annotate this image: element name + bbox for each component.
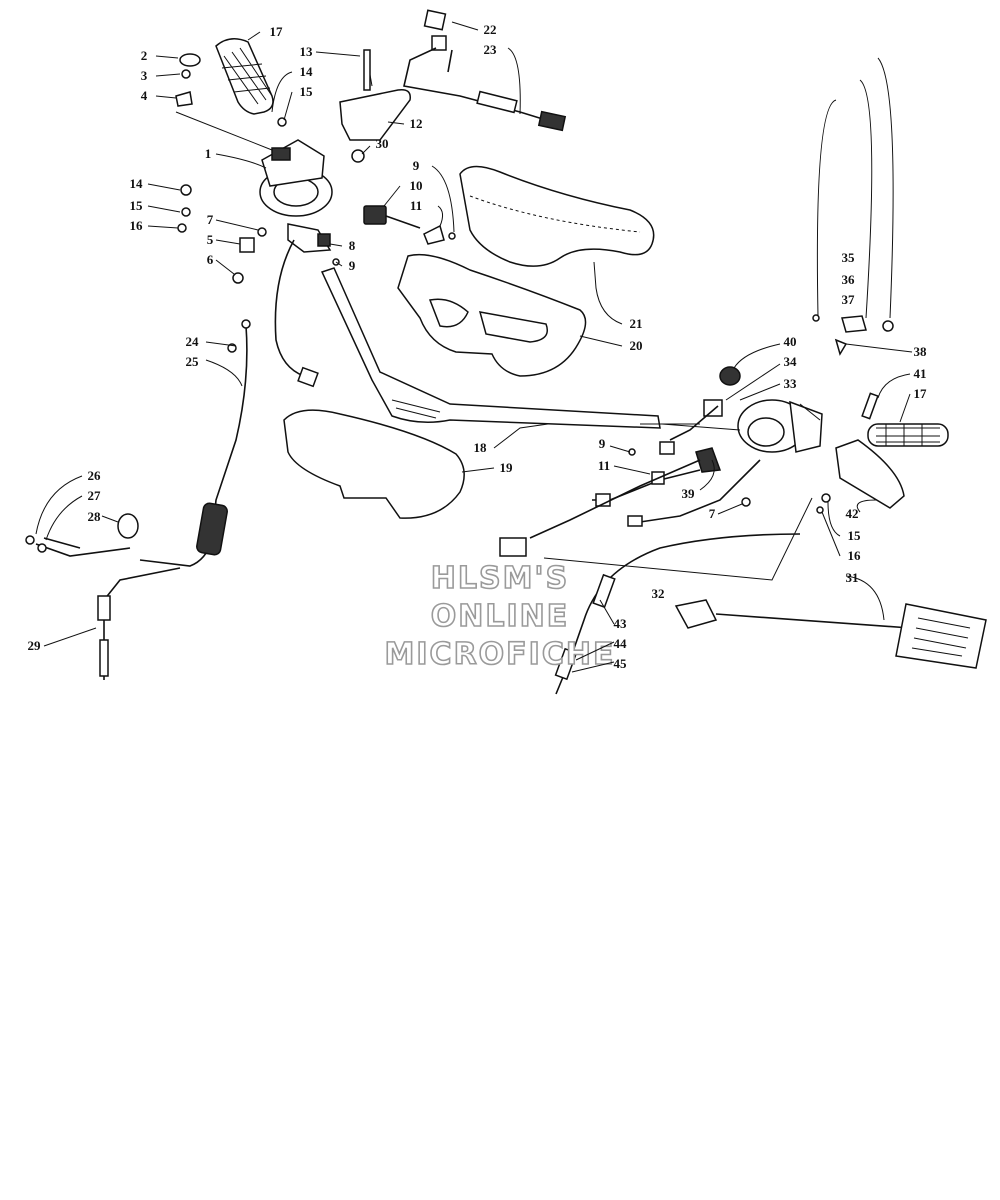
callout-17-right: 17 <box>914 386 928 401</box>
callout-35: 35 <box>842 250 856 265</box>
callout-4: 4 <box>141 88 148 103</box>
callout-32: 32 <box>652 586 665 601</box>
right-handgrip-part <box>867 423 949 447</box>
watermark-line-1: HLSM'S <box>431 561 569 596</box>
callout-39: 39 <box>682 486 696 501</box>
callout-15-top: 15 <box>300 84 314 99</box>
callout-12: 12 <box>410 116 423 131</box>
callout-21: 21 <box>630 316 643 331</box>
callout-16-left: 16 <box>130 218 144 233</box>
callout-10: 10 <box>410 178 423 193</box>
callout-25: 25 <box>186 354 200 369</box>
callout-18: 18 <box>474 440 488 455</box>
callout-7-left: 7 <box>207 212 214 227</box>
callout-6: 6 <box>207 252 214 267</box>
callout-41: 41 <box>914 366 927 381</box>
callout-40: 40 <box>784 334 797 349</box>
callout-38: 38 <box>914 344 928 359</box>
callout-11-right: 11 <box>598 458 610 473</box>
left-control-housing-part <box>259 139 333 217</box>
callout-20: 20 <box>630 338 643 353</box>
callout-19: 19 <box>500 460 514 475</box>
wiring-harness-part <box>403 9 567 132</box>
right-control-housing-part <box>719 366 823 453</box>
callout-23: 23 <box>484 42 498 57</box>
callout-33: 33 <box>784 376 798 391</box>
callout-37: 37 <box>842 292 856 307</box>
throttle-lever-right-part <box>835 439 905 509</box>
callout-17-left: 17 <box>270 24 284 39</box>
watermark-line-2: ONLINE <box>431 599 570 634</box>
handlebar-pad-part <box>459 165 655 267</box>
callout-26: 26 <box>88 468 102 483</box>
watermark-line-3: MICROFICHE <box>385 637 616 672</box>
callout-15-right: 15 <box>848 528 862 543</box>
callout-1: 1 <box>205 146 212 161</box>
left-handgrip-part <box>215 38 274 115</box>
callout-labels: 2 3 4 1 14 15 16 7 5 6 17 13 14 15 12 30… <box>28 22 928 671</box>
handlebar-cover-part <box>397 253 587 377</box>
left-cable-assembly <box>25 239 319 680</box>
callout-22: 22 <box>484 22 497 37</box>
callout-36: 36 <box>842 272 856 287</box>
callout-31: 31 <box>846 570 859 585</box>
callout-7-right: 7 <box>709 506 716 521</box>
right-wiring-part <box>499 405 761 557</box>
crossbar-pad-part <box>283 409 465 519</box>
small-hardware-right <box>628 314 894 514</box>
throttle-cable-part <box>554 533 801 695</box>
callout-45: 45 <box>614 656 628 671</box>
callout-13: 13 <box>300 44 314 59</box>
leader-lines <box>35 21 913 673</box>
small-hardware-left <box>175 49 373 284</box>
callout-43: 43 <box>614 616 628 631</box>
callout-28: 28 <box>88 509 102 524</box>
callout-11-top: 11 <box>410 198 422 213</box>
callout-16-right: 16 <box>848 548 862 563</box>
callout-34: 34 <box>784 354 798 369</box>
callout-14-left: 14 <box>130 176 144 191</box>
brake-lever-part <box>339 88 411 141</box>
callout-2: 2 <box>141 48 148 63</box>
callout-15-left: 15 <box>130 198 144 213</box>
callout-9-top: 9 <box>413 158 420 173</box>
callout-42: 42 <box>846 506 859 521</box>
heater-element-part <box>674 599 987 669</box>
callout-9-mid: 9 <box>349 258 356 273</box>
watermark: HLSM'S ONLINE MICROFICHE <box>384 560 616 673</box>
callout-27: 27 <box>88 488 102 503</box>
callout-24: 24 <box>186 334 200 349</box>
handlebar-part <box>320 267 661 429</box>
callout-29: 29 <box>28 638 42 653</box>
callout-44: 44 <box>614 636 628 651</box>
callout-30: 30 <box>376 136 389 151</box>
callout-5: 5 <box>207 232 214 247</box>
switch-assembly-part <box>363 205 456 245</box>
callout-8: 8 <box>349 238 356 253</box>
callout-3: 3 <box>141 68 148 83</box>
callout-14-top: 14 <box>300 64 314 79</box>
callout-9-right: 9 <box>599 436 606 451</box>
